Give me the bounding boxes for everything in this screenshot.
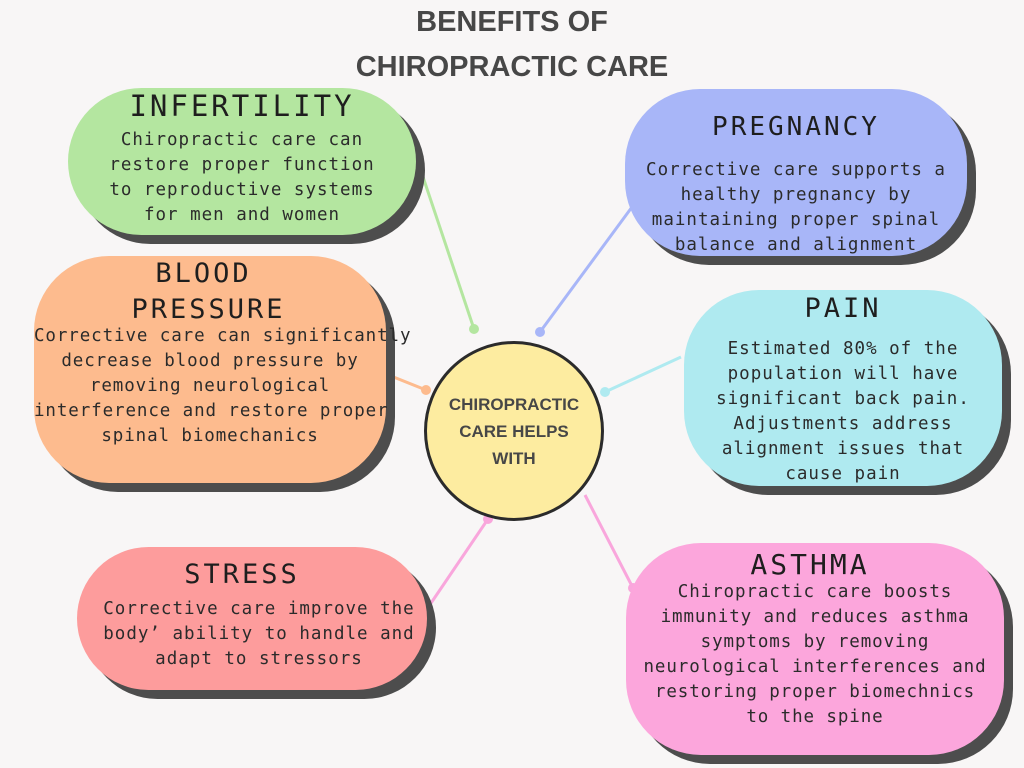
- bubble-body-line: balance and alignment: [674, 235, 918, 255]
- connector-stress: [425, 514, 493, 610]
- bubble-heading-line: STRESS: [184, 559, 300, 590]
- bubble-body-line: restoring proper biomechnics: [654, 682, 976, 702]
- bubble-body-line: neurological interferences and: [643, 657, 987, 677]
- bubble-asthma-body: Chiropractic care boosts immunity and re…: [626, 580, 1004, 730]
- bubble-heading-line: BLOOD: [155, 258, 252, 289]
- bubble-infertility: INFERTILITY Chiropractic care can restor…: [68, 88, 416, 235]
- bubble-pregnancy-body: Corrective care supports a healthy pregn…: [625, 158, 967, 258]
- bubble-heading-line: PRESSURE: [131, 294, 286, 325]
- bubble-body-line: Corrective care supports a: [646, 160, 946, 180]
- bubble-pregnancy-heading: PREGNANCY: [625, 112, 967, 143]
- bubble-body-line: significant back pain.: [716, 389, 970, 409]
- bubble-body-line: Chiropractic care can: [120, 130, 364, 150]
- bubble-body-line: healthy pregnancy by: [680, 185, 912, 205]
- center-label-line: CARE HELPS: [459, 421, 569, 441]
- bubble-body-line: Corrective care can significantly: [34, 326, 412, 346]
- bubble-heading-line: PREGNANCY: [712, 112, 880, 142]
- bubble-asthma-heading: ASTHMA: [616, 548, 1004, 582]
- bubble-infertility-body: Chiropractic care can restore proper fun…: [68, 128, 416, 228]
- bubble-infertility-heading: INFERTILITY: [68, 89, 416, 124]
- center-label: CHIROPRACTIC CARE HELPS WITH: [439, 391, 589, 472]
- page-title-line-2: CHIROPRACTIC CARE: [355, 51, 669, 83]
- center-label-line: CHIROPRACTIC: [448, 394, 580, 414]
- bubble-body-line: Estimated 80% of the: [727, 339, 959, 359]
- connector-infertility-line: [417, 164, 476, 330]
- bubble-blood-pressure: BLOOD PRESSURE Corrective care can signi…: [31, 256, 412, 483]
- connector-asthma-line: [583, 494, 635, 589]
- bubble-body-line: alignment issues that: [721, 439, 965, 459]
- bubble-body-line: immunity and reduces asthma: [660, 607, 970, 627]
- bubble-body-line: interference and restore proper: [34, 401, 389, 421]
- center-label-line: WITH: [492, 448, 536, 468]
- connector-blood-pressure-dot: [421, 385, 431, 395]
- bubble-body-line: to reproductive systems: [109, 180, 375, 200]
- bubble-heading-line: PAIN: [804, 293, 882, 324]
- connector-stress-line: [425, 518, 490, 610]
- bubble-body-line: cause pain: [785, 464, 901, 484]
- bubble-body-line: Adjustments address: [733, 414, 953, 434]
- bubble-body-line: symptoms by removing: [700, 632, 930, 652]
- bubble-body-line: spinal biomechanics: [101, 426, 319, 446]
- connector-pain: [600, 355, 682, 397]
- bubble-body-line: body’ ability to handle and: [103, 624, 415, 644]
- connector-pregnancy-line: [538, 206, 634, 333]
- bubble-stress-heading: STRESS: [57, 559, 427, 591]
- connector-blood-pressure: [385, 372, 431, 395]
- connector-infertility-dot: [469, 324, 479, 334]
- bubble-pregnancy: PREGNANCY Corrective care supports a hea…: [625, 89, 967, 256]
- page-title-line-1: BENEFITS OF: [416, 6, 608, 38]
- bubble-body-line: population will have: [727, 364, 959, 384]
- bubble-body-line: restore proper function: [109, 155, 375, 175]
- bubble-pain-heading: PAIN: [684, 293, 1002, 325]
- bubble-stress: STRESS Corrective care improve the body’…: [77, 547, 427, 690]
- connector-pain-dot: [600, 387, 610, 397]
- center-circle: CHIROPRACTIC CARE HELPS WITH: [424, 341, 604, 521]
- bubble-body-line: Chiropractic care boosts: [677, 582, 953, 602]
- bubble-body-line: for men and women: [143, 205, 341, 225]
- connector-blood-pressure-line: [385, 372, 427, 392]
- bubble-stress-body: Corrective care improve the body’ abilit…: [91, 597, 427, 672]
- bubble-blood-pressure-body: Corrective care can significantly decrea…: [34, 324, 412, 449]
- bubble-asthma: ASTHMA Chiropractic care boosts immunity…: [626, 543, 1004, 755]
- bubble-heading-line: ASTHMA: [750, 548, 870, 581]
- connector-pain-line: [604, 355, 682, 394]
- connector-infertility: [417, 164, 479, 334]
- bubble-body-line: adapt to stressors: [155, 649, 363, 669]
- bubble-blood-pressure-heading: BLOOD PRESSURE: [31, 256, 386, 328]
- bubble-body-line: to the spine: [746, 707, 884, 727]
- bubble-body-line: decrease blood pressure by: [61, 351, 359, 371]
- bubble-heading-line: INFERTILITY: [129, 89, 355, 123]
- bubble-pain-body: Estimated 80% of the population will hav…: [684, 337, 1002, 487]
- connector-pregnancy: [535, 206, 634, 337]
- bubble-body-line: removing neurological: [89, 376, 331, 396]
- connector-pregnancy-dot: [535, 327, 545, 337]
- bubble-body-line: Corrective care improve the: [103, 599, 415, 619]
- bubble-body-line: maintaining proper spinal: [651, 210, 941, 230]
- bubble-pain: PAIN Estimated 80% of the population wil…: [684, 290, 1002, 486]
